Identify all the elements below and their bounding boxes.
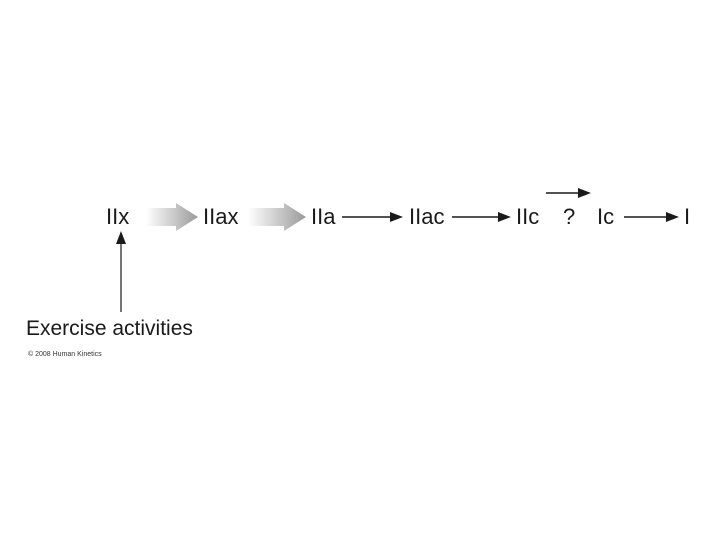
fiber-type-iic-label: IIc (516, 204, 540, 229)
arrow-above-question (546, 188, 591, 198)
arrow-exercise-to-iix (116, 231, 126, 312)
uncertain-transition-label: ? (563, 204, 576, 229)
fiber-type-iix-label: IIx (106, 204, 130, 229)
gradient-arrow-iix-to-iiax (146, 203, 198, 231)
fiber-type-i-label: I (684, 204, 691, 229)
arrow-ic-to-i (624, 212, 679, 222)
exercise-activities-label: Exercise activities (26, 317, 193, 340)
fiber-type-iiax-label: IIax (203, 204, 239, 229)
fiber-type-iiac-label: IIac (409, 204, 445, 229)
gradient-arrow-iiax-to-iia (248, 203, 306, 231)
fiber-type-iia-label: IIa (311, 204, 336, 229)
copyright-notice: © 2008 Human Kinetics (28, 351, 102, 358)
arrow-iia-to-iiac (342, 212, 403, 222)
arrow-iiac-to-iic (452, 212, 511, 222)
fiber-type-ic-label: Ic (597, 204, 615, 229)
